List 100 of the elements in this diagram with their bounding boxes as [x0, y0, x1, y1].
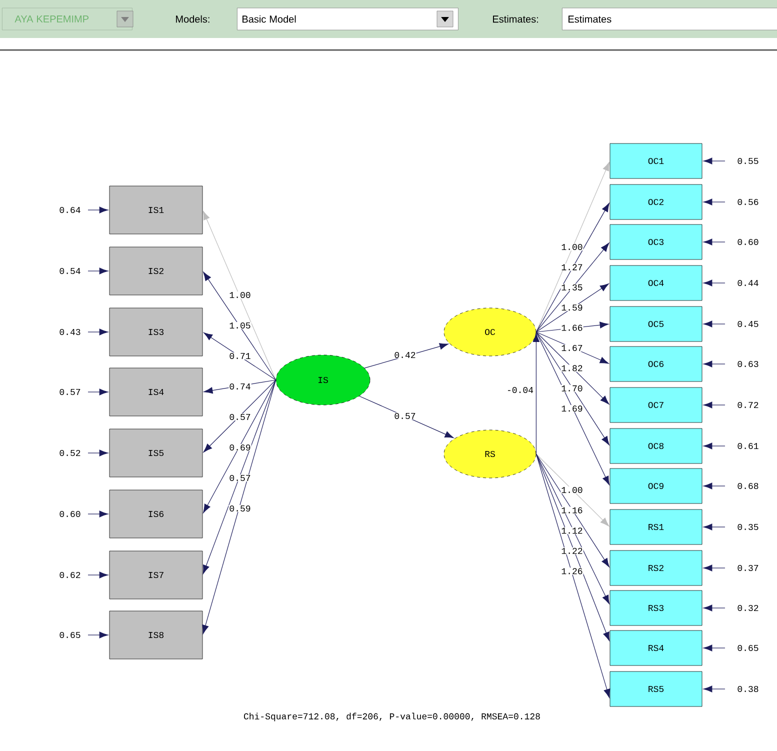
error-arrow [88, 206, 108, 214]
indicator-box: IS2 [109, 246, 203, 296]
error-arrow [703, 482, 726, 490]
edge-label: 0.42 [394, 351, 416, 359]
loading-arrow [536, 242, 610, 332]
loading-arrow [536, 332, 609, 364]
edge-label: 0.35 [738, 524, 758, 530]
indicator-box: IS7 [109, 550, 203, 600]
indicator-box: IS5 [109, 428, 203, 478]
edge-label: 0.59 [228, 504, 252, 512]
edge-label: 0.45 [738, 320, 758, 328]
edge-label: 0.65 [738, 644, 758, 652]
error-arrow [703, 402, 726, 408]
loading-arrow [202, 210, 276, 380]
edge-label: 0.72 [738, 402, 758, 408]
error-arrow [88, 632, 108, 638]
edge-label: 0.44 [738, 280, 758, 286]
edge-label: 0.56 [738, 198, 758, 206]
edge-label: 0.69 [228, 444, 252, 452]
edge-label: 0.61 [738, 442, 758, 450]
error-arrow [703, 524, 726, 530]
loading-arrow [204, 380, 276, 394]
indicator-box: RS5 [610, 671, 702, 707]
loading-arrow [536, 454, 610, 568]
edge-label: 0.37 [738, 564, 758, 572]
indicator-box: OC3 [610, 224, 702, 260]
path-arrow [532, 333, 540, 454]
indicator-box: OC9 [610, 468, 702, 504]
edge-label: 1.00 [228, 291, 252, 299]
edge-label: 1.35 [560, 284, 584, 291]
error-arrow [88, 572, 108, 578]
error-arrow [703, 442, 726, 450]
edge-label: -0.04 [506, 386, 534, 394]
error-arrow [703, 360, 726, 368]
field-label: Estimates: [493, 15, 538, 23]
indicator-box: RS1 [610, 509, 702, 545]
edge-label: 1.67 [560, 344, 584, 352]
edge-label: 1.16 [560, 506, 584, 514]
loading-arrow [203, 272, 276, 380]
loading-arrow [536, 332, 610, 446]
edge-label: 0.71 [228, 352, 252, 360]
indicator-box: IS3 [109, 308, 203, 356]
edge-label: 1.66 [560, 324, 584, 332]
edge-label: 0.60 [60, 510, 80, 518]
fit-statistics: Chi-Square=712.08, df=206, P-value=0.00000, RMSEA=0.128 [244, 712, 540, 722]
indicator-box: RS2 [610, 550, 702, 586]
error-arrow [88, 268, 108, 274]
error-arrow [703, 280, 726, 286]
indicator-box: OC8 [610, 428, 702, 464]
edge-label: 0.74 [228, 382, 252, 390]
indicator-box: OC2 [610, 184, 702, 220]
error-arrow [703, 644, 726, 652]
path-arrow [364, 343, 449, 368]
error-arrow [703, 238, 726, 246]
indicator-box: IS6 [109, 490, 203, 538]
edge-label: 1.70 [560, 384, 584, 392]
loading-arrow [202, 380, 276, 634]
edge-label: 1.00 [560, 486, 584, 494]
edge-label: 1.59 [560, 304, 584, 312]
error-arrow [703, 564, 726, 572]
indicator-box: RS4 [610, 630, 702, 666]
error-arrow [88, 510, 108, 518]
indicator-box: IS8 [109, 610, 203, 660]
edge-label: 0.57 [228, 474, 252, 482]
dropdown-field: Basic Model [237, 8, 458, 30]
indicator-box: OC4 [610, 265, 702, 301]
edge-label: 1.12 [560, 527, 584, 534]
loading-arrow [536, 454, 610, 698]
edge-label: 0.43 [60, 328, 80, 336]
edge-label: 0.57 [228, 413, 252, 421]
edge-label: 1.22 [560, 547, 584, 554]
loading-arrow [536, 162, 610, 332]
indicator-box: OC5 [610, 306, 702, 342]
error-arrow [88, 328, 108, 336]
edge-label: 0.54 [60, 268, 80, 274]
dropdown-field: Estimates [562, 8, 777, 30]
field-label: Models: [176, 15, 210, 23]
loading-arrow [536, 283, 609, 332]
edge-label: 0.55 [738, 158, 758, 164]
indicator-box: OC6 [610, 346, 702, 382]
loading-arrow [536, 332, 610, 404]
edge-label: 1.82 [560, 364, 584, 372]
error-arrow [88, 388, 108, 396]
edge-label: 0.65 [60, 632, 80, 638]
indicator-box: OC7 [610, 387, 702, 423]
indicator-box: IS1 [109, 186, 203, 234]
error-arrow [703, 198, 726, 206]
error-arrow [703, 320, 726, 328]
loading-arrow [203, 380, 276, 514]
edge-label: 1.27 [560, 264, 584, 271]
loading-arrow [536, 202, 610, 332]
edge-label: 0.38 [738, 686, 758, 692]
loading-arrow [536, 322, 609, 332]
loading-arrow [536, 454, 610, 604]
edge-label: 1.05 [228, 322, 252, 330]
loading-arrow [536, 454, 610, 526]
error-arrow [703, 604, 726, 612]
loading-arrow [536, 332, 610, 486]
path-arrow [359, 396, 454, 438]
edge-label: 0.32 [738, 604, 758, 612]
